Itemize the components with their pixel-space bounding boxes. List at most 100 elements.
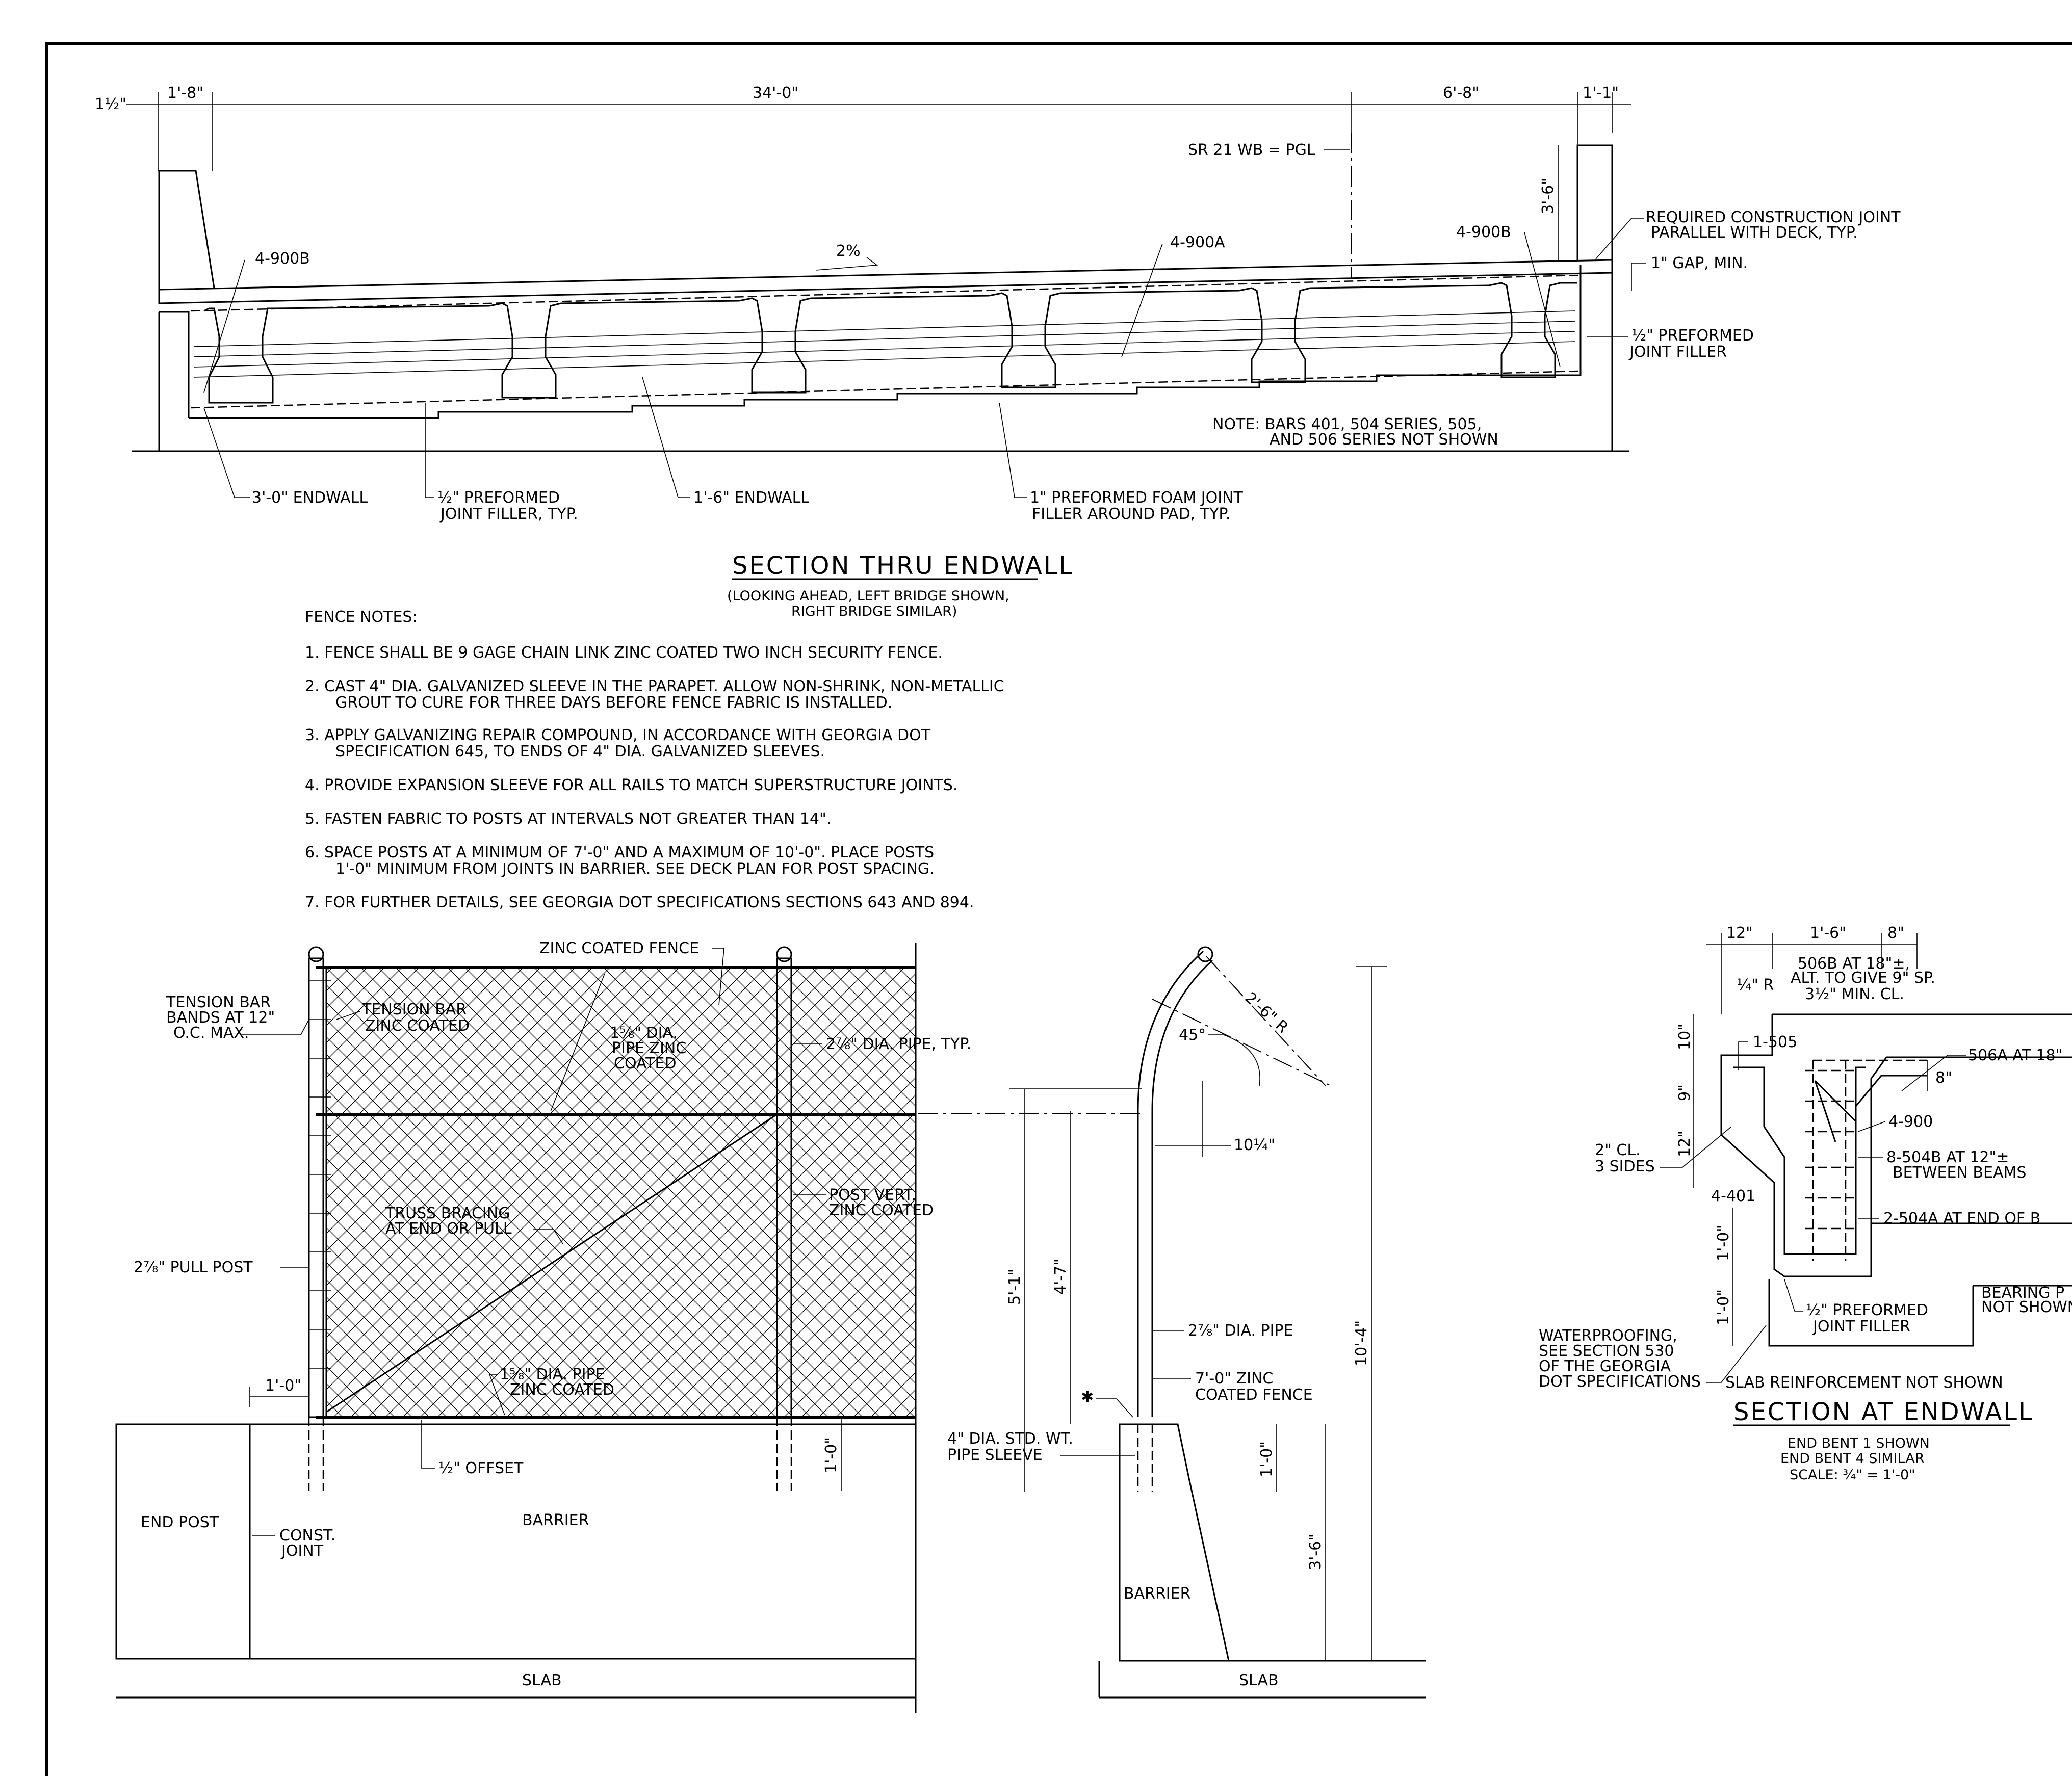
deck-slab [158,259,1613,304]
label-tension-bands-3: O.C. MAX. [173,1024,249,1042]
label-7ft-fence: 7'-0" ZINC [1195,1370,1273,1388]
dim-10in: 10" [1676,1024,1694,1050]
slope-label: 2% [836,242,861,260]
label-barrier: BARRIER [522,1511,589,1529]
label-pipe-158: 1⅝" DIA. [610,1024,678,1042]
label-clear: 3½" MIN. CL. [1805,985,1904,1003]
label-2in-cl: 2" CL. [1595,1141,1641,1159]
label-slab-detail: SLAB [1239,1671,1279,1689]
label-tension-bands: TENSION BAR [166,994,271,1011]
label-pipe-158-3: COATED [614,1055,677,1073]
label-4-900: 4-900 [1888,1113,1933,1131]
label-waterproofing-3: OF THE GEORGIA [1539,1357,1671,1375]
dim-3ft-6in: 3'-6" [1539,178,1557,214]
label-waterproofing: WATERPROOFING, [1539,1327,1677,1345]
label-506a: 506A AT 18" [1968,1047,2062,1064]
dim-radius: 2'-6" R [1241,989,1292,1037]
fence-note-3: 3. APPLY GALVANIZING REPAIR COMPOUND, IN… [305,726,931,744]
dim-1ft-b: 1'-0" [1715,1289,1732,1325]
label-pipe-278: 2⅞" DIA. PIPE [1188,1322,1293,1340]
label-tension-zinc: TENSION BAR [361,1001,467,1018]
label-truss-2: AT END OR PULL [385,1220,512,1238]
girders [203,282,1577,404]
bar-900a: 4-900A [1170,233,1225,251]
fence-note-4: 4. PROVIDE EXPANSION SLEEVE FOR ALL RAIL… [305,776,957,794]
label-tension-zinc-2: ZINC COATED [365,1017,470,1035]
section-thru-endwall: 1½" 1'-8" 34'-0" 6'-8" 1'-1" SR 21 WB = … [95,84,1901,619]
bar-900b-right: 4-900B [1456,223,1511,241]
dim-9in: 9" [1676,1084,1694,1101]
label-waterproofing-2: SEE SECTION 530 [1539,1342,1674,1360]
label-post-vert-2: ZINC COATED [829,1202,934,1219]
dim-10ft-4in: 10'-4" [1353,1320,1370,1366]
fence-elevation: ZINC COATED FENCE TENSION BAR BANDS AT 1… [115,939,971,1713]
label-foam-2: FILLER AROUND PAD, TYP. [1032,505,1230,523]
dim-3ft-6in-barrier: 3'-6" [1307,1534,1325,1570]
curved-post [1137,950,1204,1417]
top-dimension-line: 1½" 1'-8" 34'-0" 6'-8" 1'-1" [95,84,1631,171]
label-const-joint: CONST. [279,1527,335,1545]
dim-1ft-a: 1'-0" [1715,1225,1732,1261]
asterisk-mark: ✱ [1081,1388,1094,1406]
line-post [776,957,792,1418]
label-sleeve-2: PIPE SLEEVE [947,1446,1043,1464]
pgl-label: SR 21 WB = PGL [1188,141,1315,159]
dim-1ft-8in: 1'-8" [167,84,203,102]
note-bars: NOTE: BARS 401, 504 SERIES, 505, [1212,415,1482,433]
label-2in-cl-2: 3 SIDES [1595,1158,1655,1176]
fence-note-3b: SPECIFICATION 645, TO ENDS OF 4" DIA. GA… [335,743,825,761]
fence-note-6b: 1'-0" MINIMUM FROM JOINTS IN BARRIER. SE… [335,860,935,878]
dim-1ft-sleeve: 1'-0" [1258,1441,1276,1477]
label-offset: ½" OFFSET [438,1459,524,1477]
rebar-lines [191,274,1578,409]
label-pipe-278-typ: 2⅞" DIA. PIPE, TYP. [826,1035,971,1053]
bar-900b-left: 4-900B [255,250,310,268]
subtitle-thru-endwall: (LOOKING AHEAD, LEFT BRIDGE SHOWN, [727,588,1009,604]
beam-seat [189,265,1582,419]
subtitle-end-bent-4: END BENT 4 SIMILAR [1780,1451,1925,1467]
label-18in-endwall: 1'-6" ENDWALL [693,489,809,507]
label-505: 1-505 [1753,1033,1797,1051]
sheet-border [45,42,2072,1776]
label-const-joint-2: JOINT [280,1542,324,1560]
label-zinc-fence: ZINC COATED FENCE [539,939,699,957]
label-7ft-fence-2: COATED FENCE [1195,1386,1313,1404]
callout-construction-joint: REQUIRED CONSTRUCTION JOINT [1646,208,1901,226]
label-bearing: BEARING P [1981,1284,2064,1302]
dim-8in-cl: 8" [1935,1069,1952,1087]
fence-post-detail: 2'-6" R 45° 10¼" 5'-1" 4'-7" 10'-4" 2⅞" … [918,946,1426,1699]
dim-1ft-offset: 1'-0" [265,1377,301,1395]
label-pipe-bottom: 1⅝" DIA. PIPE [500,1366,605,1383]
section-at-endwall: 12" 1'-6" 8" 506B AT 18"±, ALT. TO GIVE … [1539,924,2072,1483]
label-end-post: END POST [141,1513,219,1531]
label-waterproofing-4: DOT SPECIFICATIONS [1539,1373,1701,1391]
label-truss: TRUSS BRACING [385,1205,510,1222]
right-parapet [1576,144,1613,451]
label-3ft-endwall: 3'-0" ENDWALL [252,489,368,507]
label-foam: 1" PREFORMED FOAM JOINT [1030,489,1244,507]
label-radius: ¼" R [1737,976,1774,994]
label-filler-2: JOINT FILLER [1812,1318,1910,1336]
label-506b: 506B AT 18"±, [1798,955,1910,973]
fence-note-2: 2. CAST 4" DIA. GALVANIZED SLEEVE IN THE… [305,677,1004,695]
label-504b-2: BETWEEN BEAMS [1893,1164,2026,1182]
dim-5ft-1in: 5'-1" [1006,1269,1024,1305]
label-4-401: 4-401 [1711,1187,1755,1205]
label-slab: SLAB [522,1671,562,1689]
fence-note-7: 7. FOR FURTHER DETAILS, SEE GEORGIA DOT … [305,894,974,911]
label-filler: ½" PREFORMED [1806,1301,1928,1319]
subtitle-scale: SCALE: ¾" = 1'-0" [1790,1467,1915,1483]
dim-1-5in: 1½" [95,95,126,113]
label-preformed: ½" PREFORMED [437,489,560,507]
barrier-profile [1119,1423,1230,1662]
dim-12in: 12" [1726,924,1753,942]
fence-note-1: 1. FENCE SHALL BE 9 GAGE CHAIN LINK ZINC… [305,644,943,662]
dim-8in: 8" [1887,924,1904,942]
fence-note-5: 5. FASTEN FABRIC TO POSTS AT INTERVALS N… [305,810,831,828]
label-506b-2: ALT. TO GIVE 9" SP. [1791,969,1935,987]
note-bars-2: AND 506 SERIES NOT SHOWN [1270,431,1498,449]
callout-joint-filler-2: JOINT FILLER [1628,343,1727,361]
label-pull-post: 2⅞" PULL POST [134,1259,253,1276]
dim-6ft-8in: 6'-8" [1443,84,1479,102]
left-parapet [158,170,215,290]
